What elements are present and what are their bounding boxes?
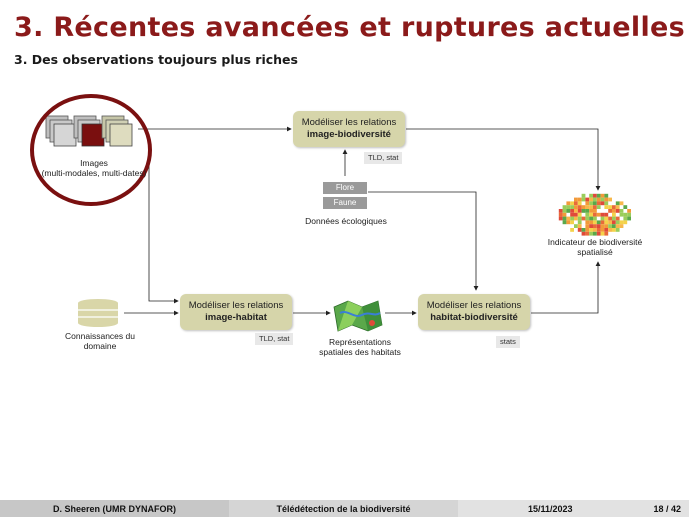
image-stack-icon (30, 94, 152, 206)
box-image-biodiversity: Modéliser les relations image-biodiversi… (293, 111, 405, 147)
ecological-data-label: Données écologiques (305, 216, 387, 226)
domain-knowledge-database-icon (78, 299, 118, 327)
workflow-diagram: Images (multi-modales, multi-dates) Modé… (30, 94, 643, 357)
footer-date-page: 15/11/2023 18 / 42 (458, 500, 689, 517)
ecological-database-icon: Flore Faune (323, 180, 367, 210)
footer-date: 15/11/2023 (528, 503, 573, 514)
arrow-image-bio-to-indicator (406, 128, 601, 191)
box-habitat-biodiversity: Modéliser les relations habitat-biodiver… (418, 294, 530, 330)
arrow-db-to-hab-bio (368, 191, 479, 291)
footer-author: D. Sheeren (UMR DYNAFOR) (0, 500, 229, 517)
slide-title: 3. Récentes avancées et ruptures actuell… (14, 12, 686, 43)
diagram-arrows (124, 126, 601, 316)
biodiversity-indicator-map-icon (558, 193, 631, 236)
db-faune: Faune (323, 197, 367, 209)
tag-image-habitat: TLD, stat (255, 333, 294, 345)
slide-footer: D. Sheeren (UMR DYNAFOR) Télédétection d… (0, 500, 689, 517)
tag-image-biodiversity: TLD, stat (364, 152, 403, 164)
slide-subtitle: 3. Des observations toujours plus riches (14, 52, 298, 67)
footer-talk-title: Télédétection de la biodiversité (229, 500, 458, 517)
box-image-habitat: Modéliser les relations image-habitat (180, 294, 292, 330)
domain-knowledge-label: Connaissances du domaine (65, 331, 135, 351)
arrow-images-to-image-hab (148, 155, 179, 304)
indicator-label: Indicateur de biodiversité spatialisé (547, 237, 643, 257)
habitat-representation-label: Représentations spatiales des habitats (319, 337, 401, 357)
db-flore: Flore (323, 182, 367, 194)
images-label: Images (multi-modales, multi-dates) (41, 158, 147, 178)
tag-habitat-biodiversity: stats (496, 336, 520, 348)
footer-page-number: 18 / 42 (653, 503, 681, 514)
habitat-map-icon (333, 300, 383, 332)
arrow-hab-bio-to-indicator (531, 261, 601, 314)
